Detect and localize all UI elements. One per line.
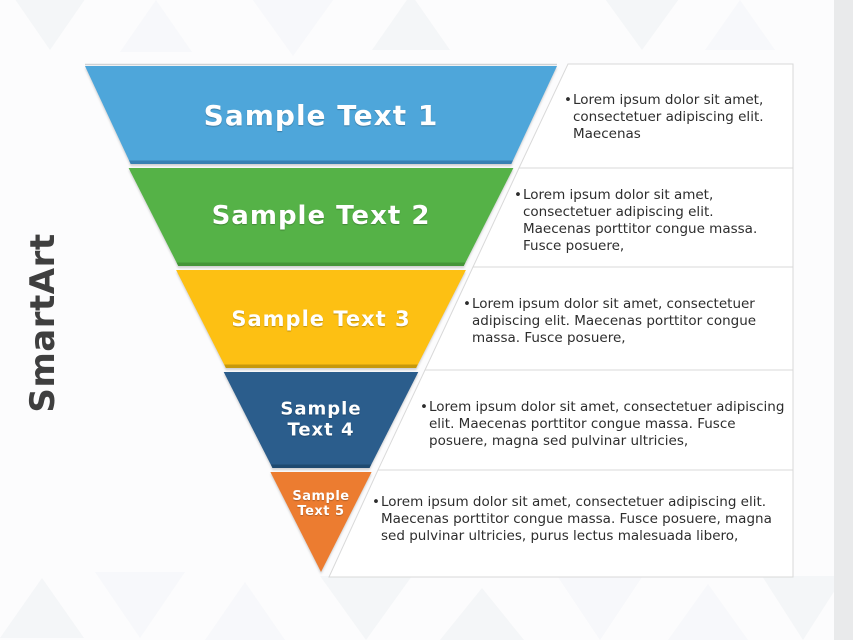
note-text-5: • Lorem ipsum dolor sit amet, consectetu… <box>372 494 772 545</box>
funnel-segment-2-shape <box>128 168 514 266</box>
funnel-segment-2-edge <box>176 262 466 266</box>
funnel-segment-4-edge <box>270 464 372 468</box>
funnel-label-1: Sample Text 1 <box>203 98 439 132</box>
note-line: posuere, magna sed pulvinar ultricies, <box>429 433 689 449</box>
note-line: elit. Maecenas porttitor congue massa. F… <box>429 416 736 432</box>
note-line: Maecenas porttitor congue massa. Fusce p… <box>381 511 772 527</box>
bullet-icon: • <box>463 296 471 312</box>
funnel-segment-3-edge <box>224 364 418 368</box>
note-line: Lorem ipsum dolor sit amet, consectetuer <box>472 296 755 312</box>
funnel-segment-1-edge <box>129 160 513 164</box>
bullet-icon: • <box>514 187 522 203</box>
bullet-icon: • <box>564 92 572 108</box>
funnel-segment-3 <box>176 270 466 368</box>
funnel-label-5: Sample Text 5 <box>292 489 350 519</box>
funnel-label-2: Sample Text 2 <box>211 201 431 232</box>
funnel-segment-4-shape <box>223 372 419 468</box>
note-line: Lorem ipsum dolor sit amet, consectetuer… <box>381 494 767 510</box>
funnel-label-3: Sample Text 3 <box>231 306 411 331</box>
note-line: consectetuer adipiscing elit. <box>523 204 714 220</box>
note-text-3: • Lorem ipsum dolor sit amet, consectetu… <box>463 296 757 347</box>
funnel-segment-2 <box>128 168 514 266</box>
funnel-segment-5 <box>270 472 372 572</box>
note-line: massa. Fusce posuere, <box>472 330 626 346</box>
note-line: Lorem ipsum dolor sit amet, <box>523 187 714 203</box>
funnel-segment-4 <box>223 372 419 468</box>
note-line: Lorem ipsum dolor sit amet, consectetuer… <box>429 399 785 415</box>
note-text-4: • Lorem ipsum dolor sit amet, consectetu… <box>420 399 785 450</box>
note-box-5 <box>328 469 794 578</box>
note-line: consectetuer adipiscing elit. <box>573 109 764 125</box>
funnel-segment-3-shape <box>176 270 466 368</box>
right-edge-strip <box>834 0 853 640</box>
note-line: sed pulvinar ultricies, purus lectus mal… <box>381 528 739 544</box>
funnel-segment-1-shape <box>85 66 557 164</box>
smartart-vertical-title: SmartArt <box>23 233 63 413</box>
note-line: Maecenas porttitor congue massa. <box>523 221 758 237</box>
funnel-label-4: Sample Text 4 <box>280 398 362 440</box>
bullet-icon: • <box>420 399 428 415</box>
note-line: Fusce posuere, <box>523 238 625 254</box>
note-line: Lorem ipsum dolor sit amet, <box>573 92 764 108</box>
funnel-segment-1 <box>85 66 557 164</box>
bullet-icon: • <box>372 494 380 510</box>
funnel-segment-5-shape <box>270 472 372 572</box>
note-line: Maecenas <box>573 126 641 142</box>
note-line: adipiscing elit. Maecenas porttitor cong… <box>472 313 757 329</box>
note-text-1: • Lorem ipsum dolor sit amet, consectetu… <box>564 92 764 143</box>
note-text-2: • Lorem ipsum dolor sit amet, consectetu… <box>514 187 758 255</box>
